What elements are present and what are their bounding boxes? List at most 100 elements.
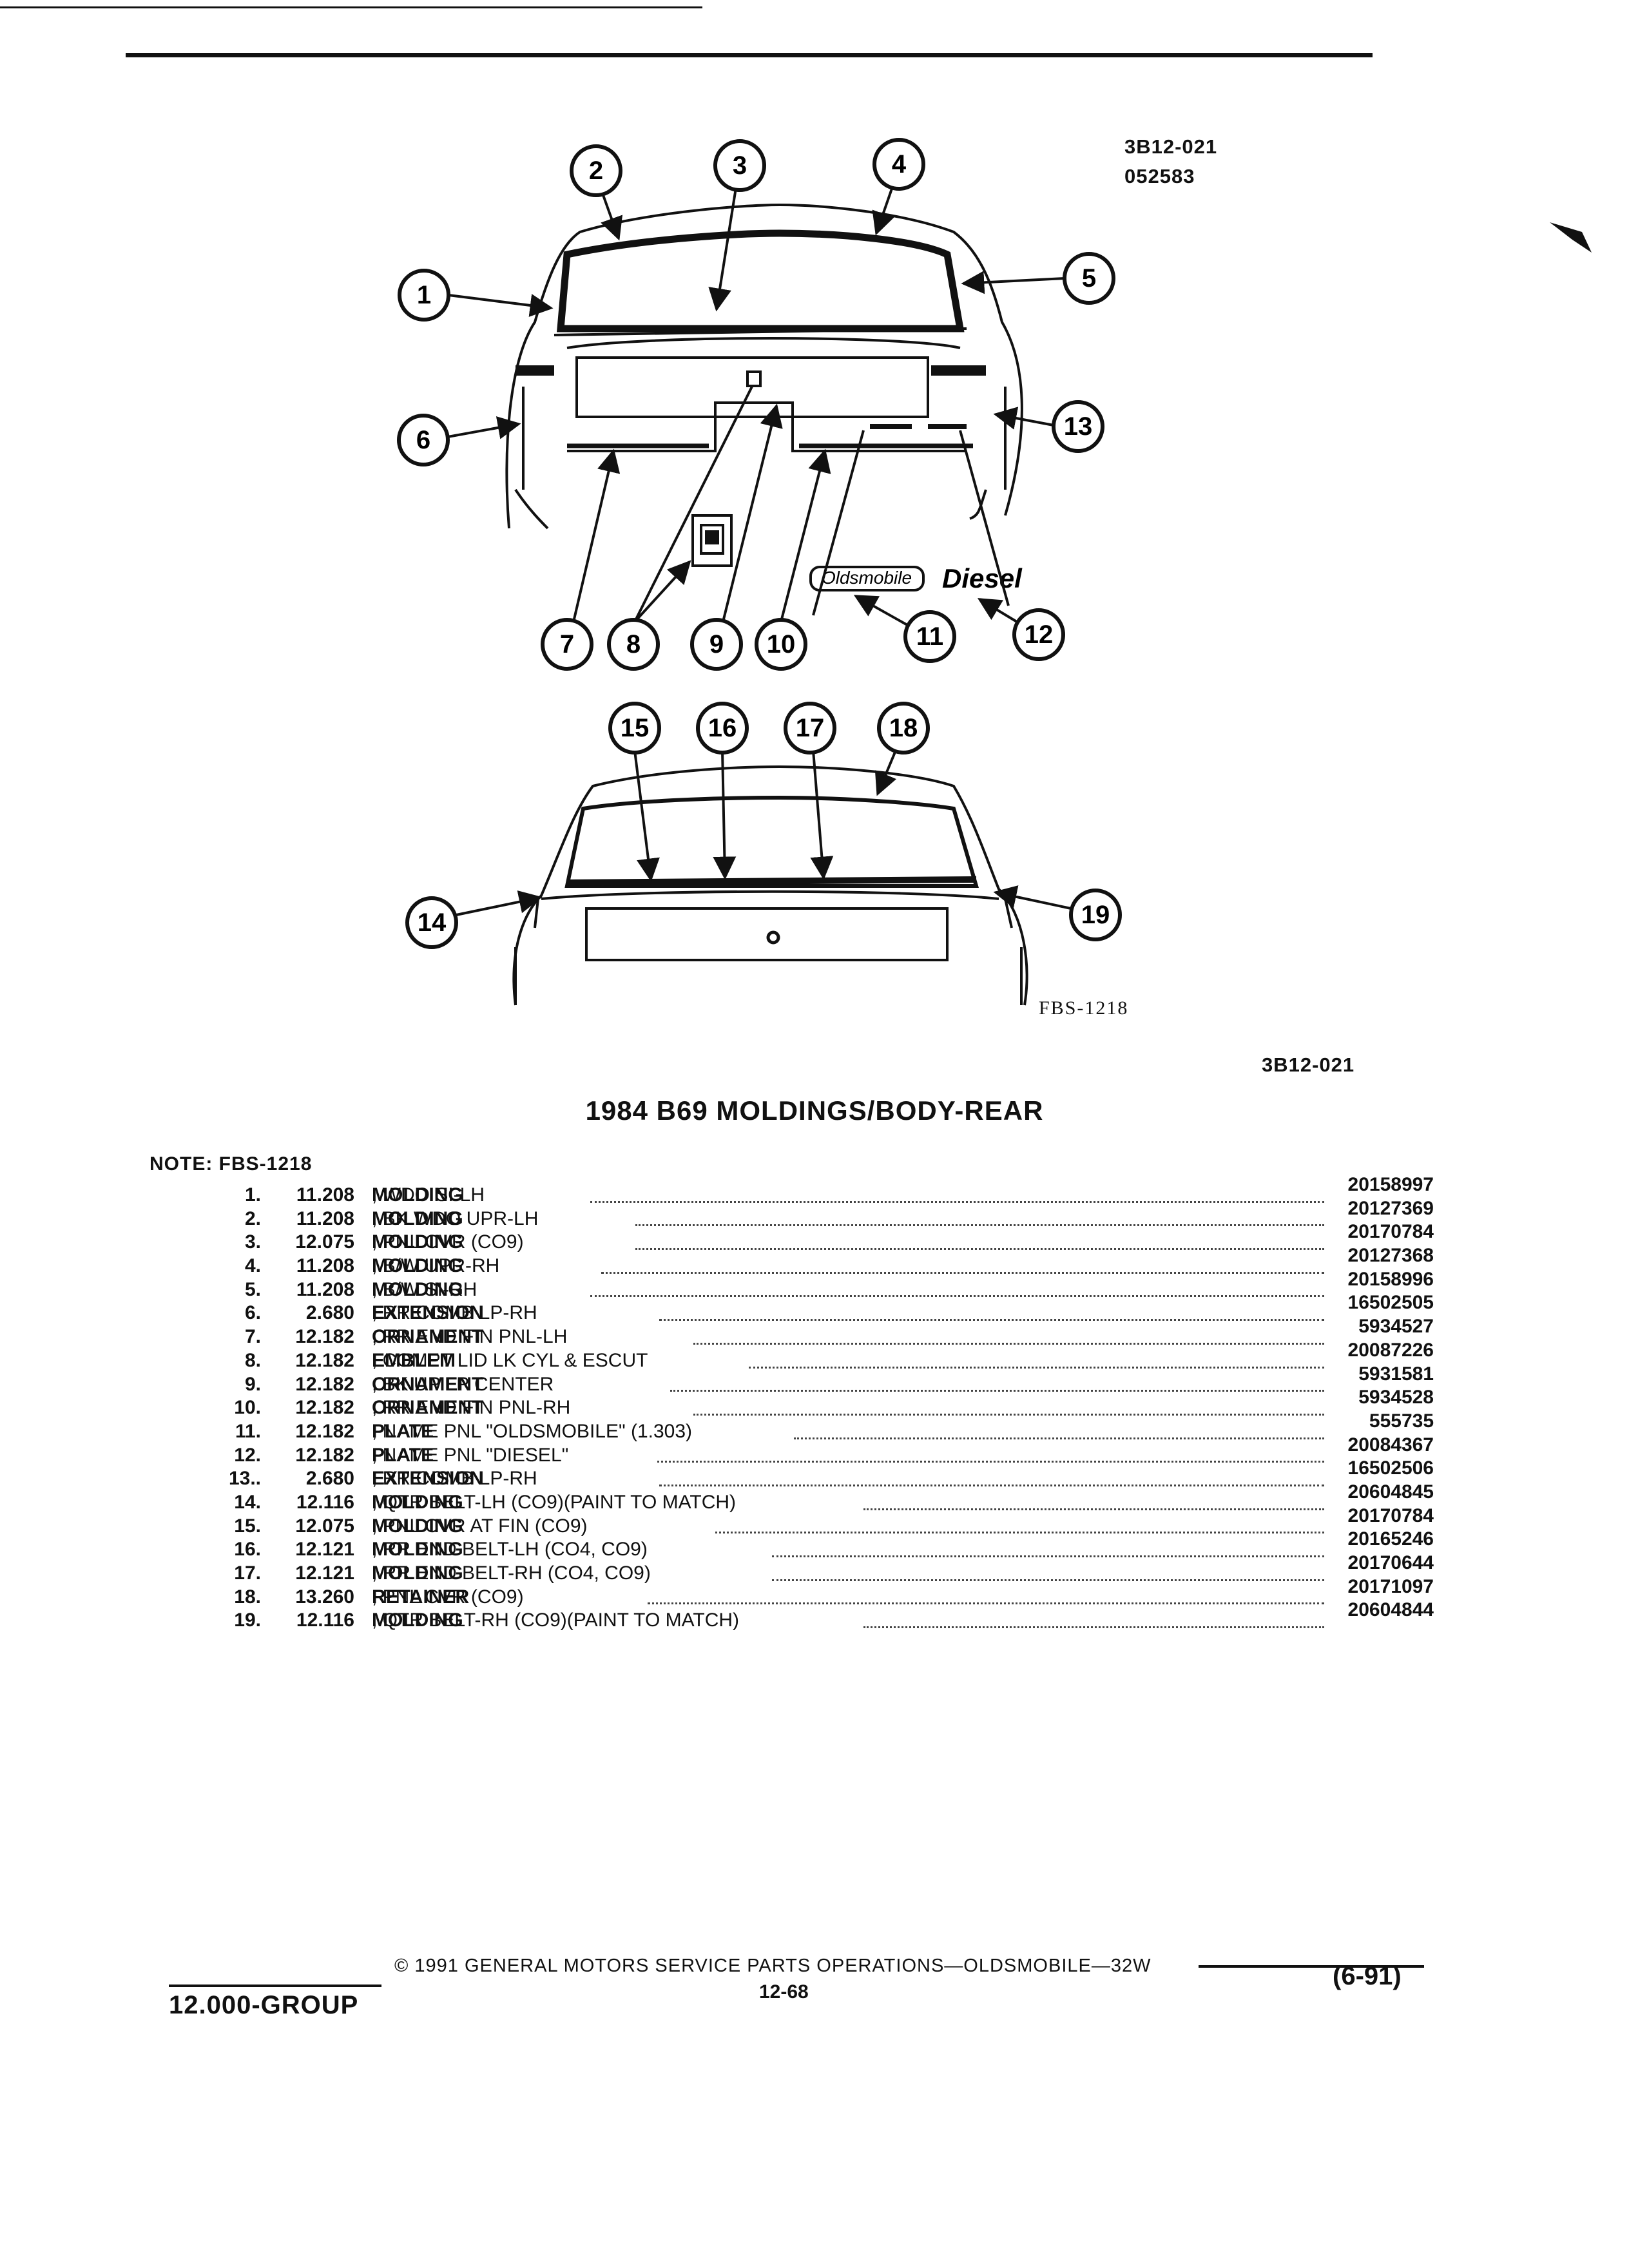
footer-rule-left [169, 1984, 381, 1987]
svg-text:15: 15 [621, 714, 650, 742]
part-number: 20604845 [1347, 1481, 1434, 1503]
item-number: 3. [244, 1231, 261, 1253]
leader-dots [657, 1445, 1324, 1463]
part-number: 555735 [1369, 1410, 1434, 1432]
item-number: 17. [234, 1562, 261, 1584]
part-name: MOLDING [372, 1255, 463, 1277]
callout-11: 11 [903, 610, 956, 663]
group-number: 11.208 [296, 1278, 354, 1300]
part-name: EXTENSION [372, 1302, 484, 1324]
part-number: 20171097 [1347, 1575, 1434, 1597]
leader-dots [863, 1610, 1324, 1629]
leader-dots [590, 1279, 1324, 1298]
leader-dots [749, 1350, 1324, 1369]
part-name: MOLDING [372, 1562, 463, 1584]
callout-2: 2 [570, 144, 622, 197]
item-number: 5. [244, 1278, 261, 1300]
revision-date: (6-91) [1333, 1962, 1402, 1990]
part-name: ORNAMENT [372, 1397, 484, 1419]
part-number: 20127369 [1347, 1197, 1434, 1219]
callout-18: 18 [877, 702, 930, 754]
svg-text:14: 14 [418, 908, 447, 937]
upper-car-drawing [505, 203, 1023, 530]
item-number: 9. [244, 1373, 261, 1395]
group-number: 12.182 [295, 1326, 354, 1348]
item-number: 1. [244, 1184, 261, 1206]
item-number: 19. [234, 1610, 261, 1631]
leader-dots [693, 1397, 1324, 1416]
leader-dots [635, 1231, 1324, 1251]
part-detail: , RR END FIN PNL-RH [372, 1397, 571, 1419]
group-number: 12.182 [295, 1420, 354, 1442]
part-name: MOLDING [372, 1491, 463, 1513]
part-detail: , B/W SI-RH [372, 1278, 477, 1300]
svg-text:4: 4 [892, 150, 907, 178]
section-code: 3B12-021 [1262, 1053, 1355, 1076]
callout-13: 13 [1052, 400, 1104, 453]
part-detail: , RR COMB LP-RH [372, 1468, 537, 1490]
part-number: 20170644 [1347, 1552, 1434, 1573]
svg-text:17: 17 [796, 714, 825, 742]
part-name: MOLDING [372, 1207, 463, 1229]
group-number: 12.182 [295, 1397, 354, 1419]
svg-text:Oldsmobile: Oldsmobile [822, 568, 912, 588]
svg-text:5: 5 [1082, 264, 1096, 293]
svg-text:18: 18 [889, 714, 918, 742]
svg-text:12: 12 [1025, 620, 1054, 649]
part-name: MOLDING [372, 1184, 463, 1206]
part-detail: , RR END BELT-LH (CO4, CO9) [372, 1539, 648, 1561]
group-number: 12.116 [296, 1610, 354, 1631]
note: NOTE: FBS-1218 [149, 1153, 313, 1175]
group-number: 12.182 [295, 1349, 354, 1371]
item-number: 6. [244, 1302, 261, 1324]
part-detail: , NAME PNL "OLDSMOBILE" (1.303) [372, 1420, 693, 1442]
item-number: 4. [244, 1255, 261, 1277]
diesel-badge: Diesel [942, 563, 1023, 593]
part-number: 20127368 [1347, 1245, 1434, 1267]
illustration-code: 3B12-021 [1124, 135, 1218, 158]
svg-text:2: 2 [589, 157, 603, 185]
part-number: 5931581 [1358, 1363, 1434, 1385]
leader-dots [635, 1208, 1324, 1227]
callout-3: 3 [713, 139, 766, 192]
part-name: ORNAMENT [372, 1373, 484, 1395]
part-number: 20604844 [1347, 1599, 1434, 1621]
callout-16: 16 [696, 702, 749, 754]
callout-10: 10 [755, 618, 807, 671]
part-detail: , QTR BELT-RH (CO9)(PAINT TO MATCH) [372, 1610, 740, 1631]
group-number: 12.182 [295, 1444, 354, 1466]
figure-reference: FBS-1218 [1039, 997, 1129, 1019]
item-number: 2. [244, 1207, 261, 1229]
svg-text:3: 3 [733, 151, 747, 180]
part-number: 5934528 [1358, 1387, 1434, 1408]
group-number: 13.260 [295, 1586, 354, 1608]
part-detail: , BK UP LP CENTER [372, 1373, 554, 1395]
svg-text:8: 8 [626, 630, 641, 658]
leader-dots [647, 1586, 1324, 1605]
callout-6: 6 [397, 414, 450, 466]
lock-cylinder-emblem [691, 514, 733, 567]
oldsmobile-badge: Oldsmobile [809, 566, 925, 591]
leader-dots [601, 1255, 1324, 1274]
item-number: 16. [234, 1539, 261, 1561]
svg-text:11: 11 [916, 622, 943, 651]
scan-mark [1550, 222, 1592, 253]
svg-text:1: 1 [417, 281, 431, 309]
leader-dots [693, 1326, 1324, 1345]
leader-dots [670, 1374, 1324, 1392]
callout-leaders [447, 186, 1072, 916]
callout-5: 5 [1063, 252, 1115, 305]
part-number: 16502506 [1347, 1457, 1434, 1479]
leader-dots [793, 1421, 1324, 1439]
